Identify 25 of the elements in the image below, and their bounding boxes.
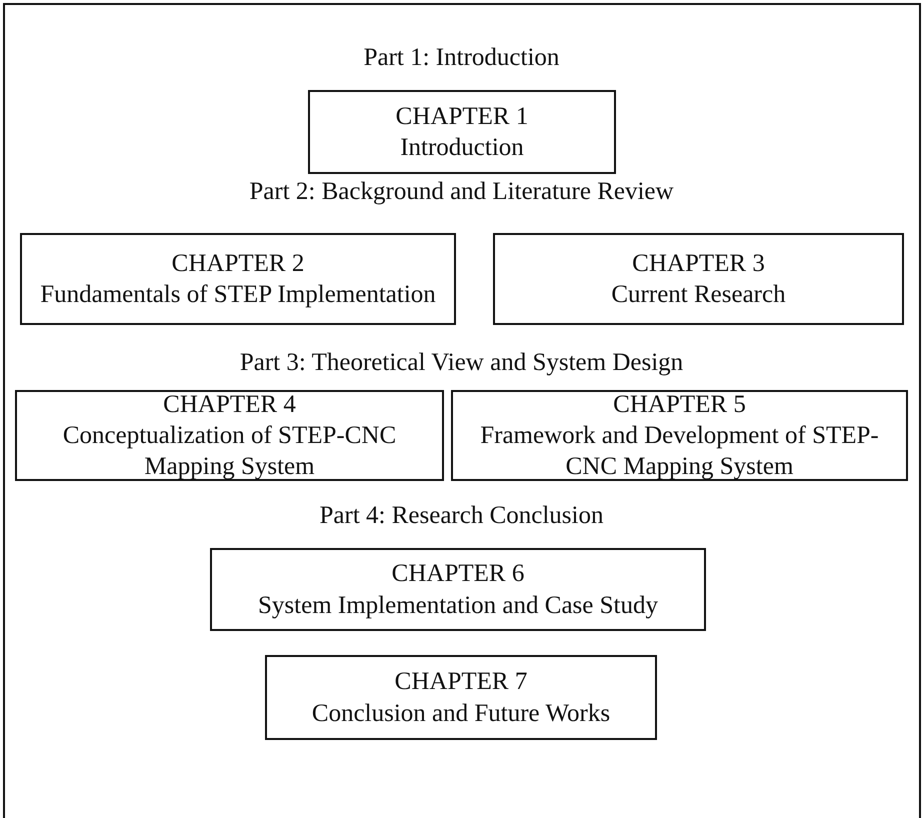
part-heading: Part 3: Theoretical View and System Design xyxy=(240,349,684,377)
chapter-box xyxy=(265,655,657,740)
chapter-title: Conclusion and Future Works xyxy=(312,698,610,728)
part-heading: Part 4: Research Conclusion xyxy=(320,502,604,530)
chapter-title: Introduction xyxy=(400,133,524,163)
chapter-title: Current Research xyxy=(611,280,786,310)
chapter-title: Fundamentals of STEP Implementation xyxy=(40,280,436,310)
chapter-number: CHAPTER 3 xyxy=(632,248,765,279)
chapter-number: CHAPTER 5 xyxy=(613,390,746,420)
chapter-title: Framework and Development of STEP-CNC Mapping System xyxy=(479,420,880,482)
chapter-box xyxy=(308,90,616,174)
chapter-title: Conceptualization of STEP-CNC Mapping System xyxy=(62,420,398,482)
chapter-number: CHAPTER 6 xyxy=(392,559,524,590)
part-heading: Part 2: Background and Literature Review xyxy=(249,178,674,206)
chapter-number: CHAPTER 7 xyxy=(394,667,528,698)
chapter-title: System Implementation and Case Study xyxy=(258,590,658,620)
chapter-number: CHAPTER 4 xyxy=(163,390,296,420)
chapter-box xyxy=(493,233,904,325)
chapter-number: CHAPTER 1 xyxy=(396,102,528,132)
chapter-box xyxy=(15,390,444,481)
part-heading: Part 1: Introduction xyxy=(364,44,560,72)
chapter-box xyxy=(451,390,908,481)
chapter-number: CHAPTER 2 xyxy=(172,248,304,279)
chapter-box xyxy=(210,548,706,631)
chapter-box xyxy=(20,233,456,325)
